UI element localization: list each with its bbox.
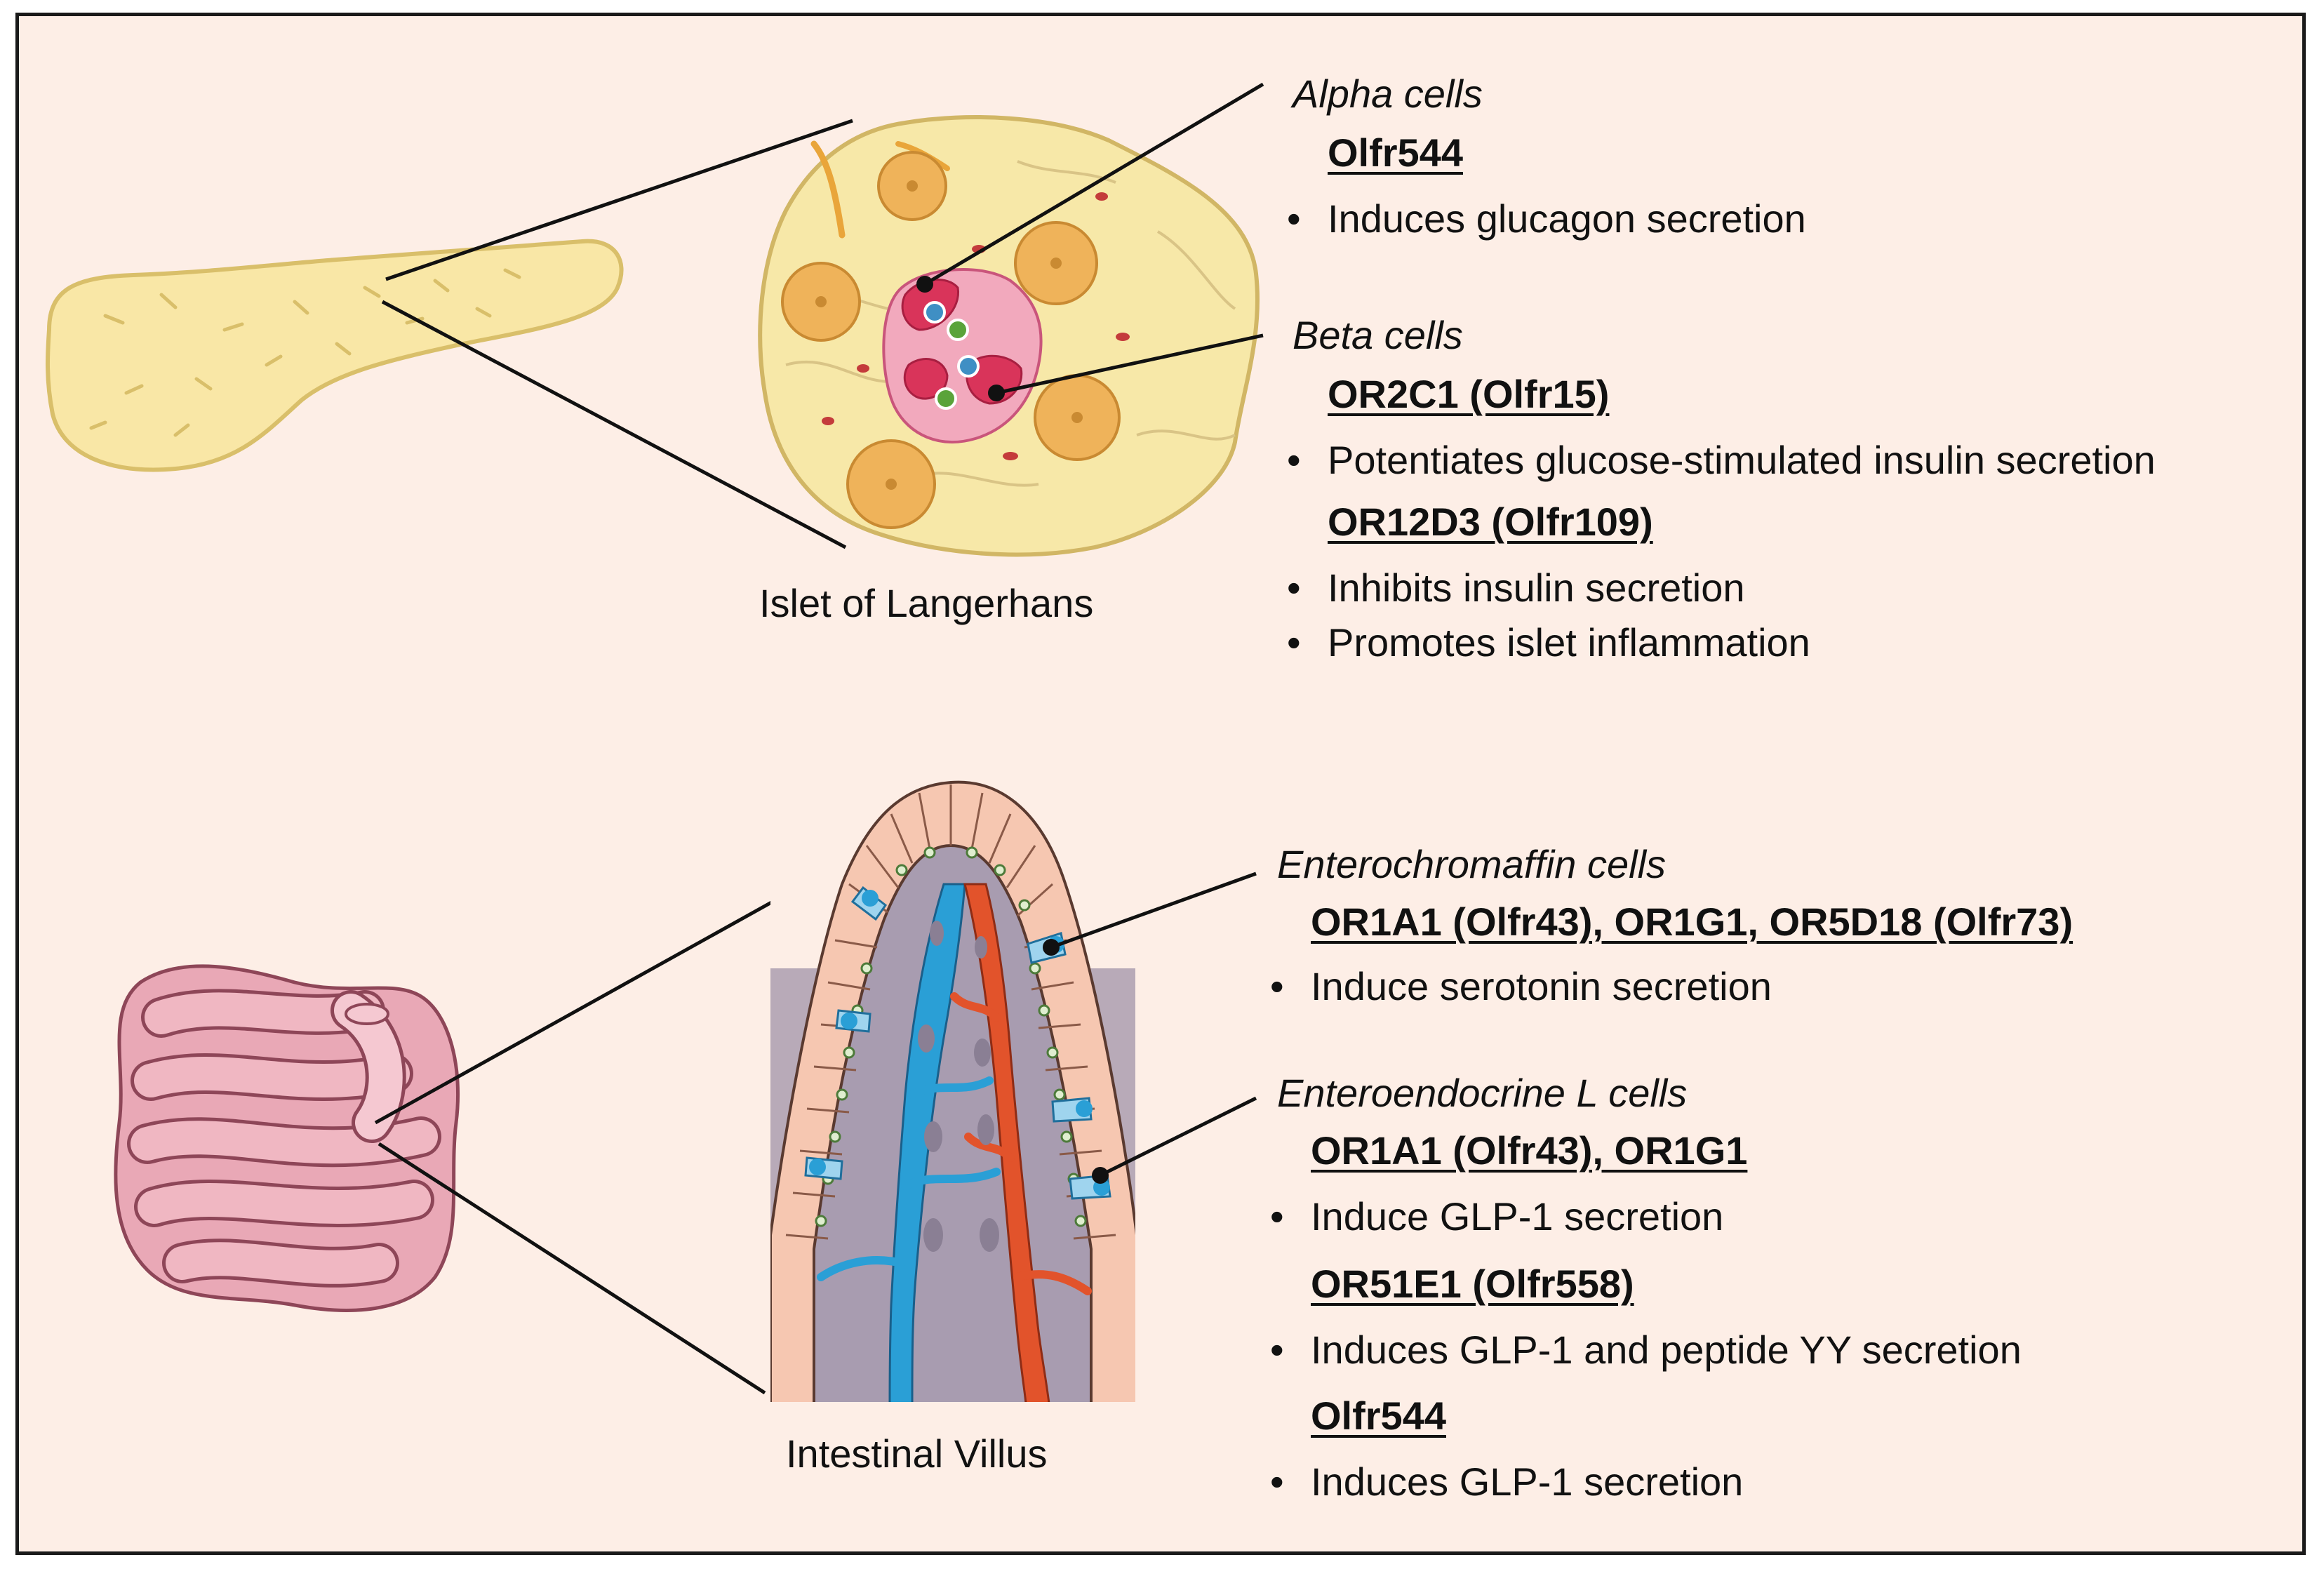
enterochromaffin-heading: Enterochromaffin cells <box>1277 842 1667 886</box>
eel-gene-olfr544: Olfr544 <box>1311 1394 1446 1438</box>
villus-callout-lines <box>1050 872 1257 1177</box>
eel-effect-glp1-pyy: Induces GLP-1 and peptide YY secretion <box>1270 1328 2022 1373</box>
beta-cells-heading: Beta cells <box>1293 313 1463 357</box>
islet-callout-dots <box>916 276 1005 401</box>
beta-effect-inhibits-insulin: Inhibits insulin secretion <box>1287 566 1745 611</box>
alpha-gene-olfr544: Olfr544 <box>1328 131 1463 175</box>
islet-callout-lines <box>923 82 1264 395</box>
ec-genes: OR1A1 (Olfr43), OR1G1, OR5D18 (Olfr73) <box>1311 900 2073 944</box>
islet-caption: Islet of Langerhans <box>759 581 1094 625</box>
intestine-illustration <box>114 964 460 1312</box>
villus-illustration <box>770 723 1135 1402</box>
eel-gene-or1a1-or1g1: OR1A1 (Olfr43), OR1G1 <box>1311 1128 1748 1173</box>
eel-gene-or51e1: OR51E1 (Olfr558) <box>1311 1262 1634 1306</box>
alpha-effect-glucagon: Induces glucagon secretion <box>1287 196 1806 242</box>
beta-gene-or12d3: OR12D3 (Olfr109) <box>1328 500 1653 544</box>
enteroendocrine-heading: Enteroendocrine L cells <box>1277 1071 1688 1115</box>
intestine-zoom-lines <box>374 861 843 1395</box>
eel-effect-glp1-b: Induces GLP-1 secretion <box>1270 1460 1743 1505</box>
villus-caption: Intestinal Villus <box>786 1431 1048 1476</box>
beta-gene-or2c1: OR2C1 (Olfr15) <box>1328 372 1610 416</box>
beta-effect-islet-inflammation: Promotes islet inflammation <box>1287 620 1810 666</box>
islet-illustration <box>758 115 1260 557</box>
alpha-cells-heading: Alpha cells <box>1293 72 1483 116</box>
villus-callout-dots <box>1043 939 1109 1184</box>
eel-effect-glp1-a: Induce GLP-1 secretion <box>1270 1194 1723 1240</box>
pancreas-zoom-lines <box>381 119 853 549</box>
beta-effect-potentiates-insulin: Potentiates glucose-stimulated insulin s… <box>1287 438 2156 483</box>
pancreas-illustration <box>45 239 624 472</box>
ec-effect-serotonin: Induce serotonin secretion <box>1270 964 1772 1010</box>
